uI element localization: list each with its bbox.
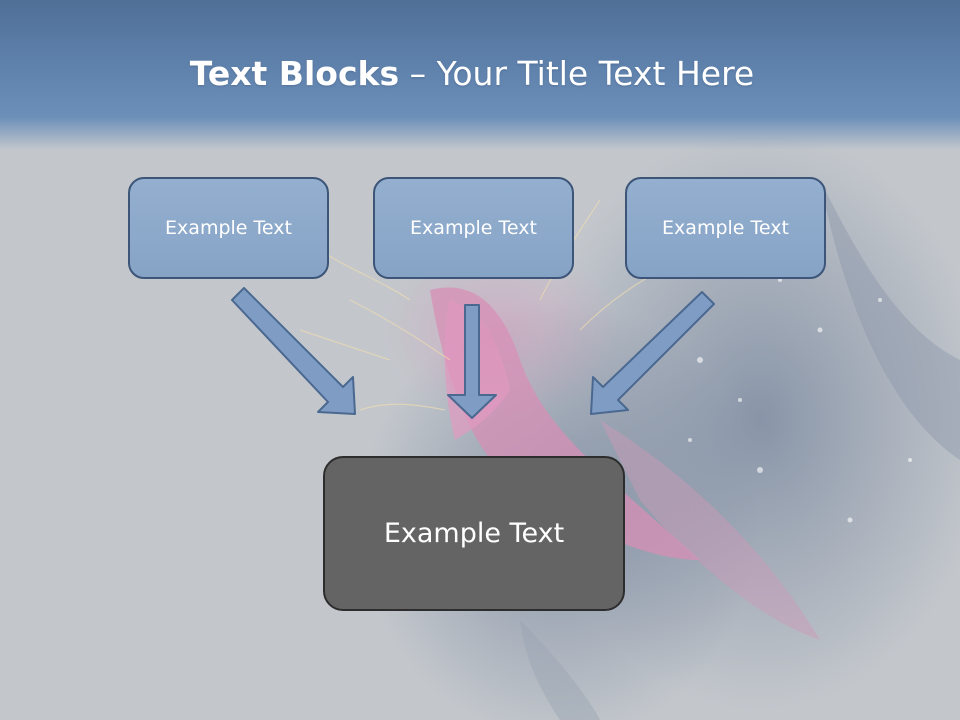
arrow-left-diagonal: [231, 287, 356, 415]
text-block-3: Example Text: [625, 177, 826, 279]
text-block-2-label: Example Text: [410, 217, 537, 239]
text-block-1-label: Example Text: [165, 217, 292, 239]
text-block-2: Example Text: [373, 177, 574, 279]
text-block-result: Example Text: [323, 456, 625, 611]
text-block-1: Example Text: [128, 177, 329, 279]
title-rest: Your Title Text Here: [436, 54, 755, 93]
title-dash: –: [399, 54, 437, 93]
arrow-right-diagonal: [590, 291, 715, 415]
text-block-3-label: Example Text: [662, 217, 789, 239]
title-bold-part: Text Blocks: [189, 54, 400, 93]
arrow-center-down: [447, 304, 497, 419]
text-block-result-label: Example Text: [383, 518, 565, 549]
header-band: [0, 0, 960, 150]
slide-title: Text Blocks – Your Title Text Here: [0, 52, 944, 96]
